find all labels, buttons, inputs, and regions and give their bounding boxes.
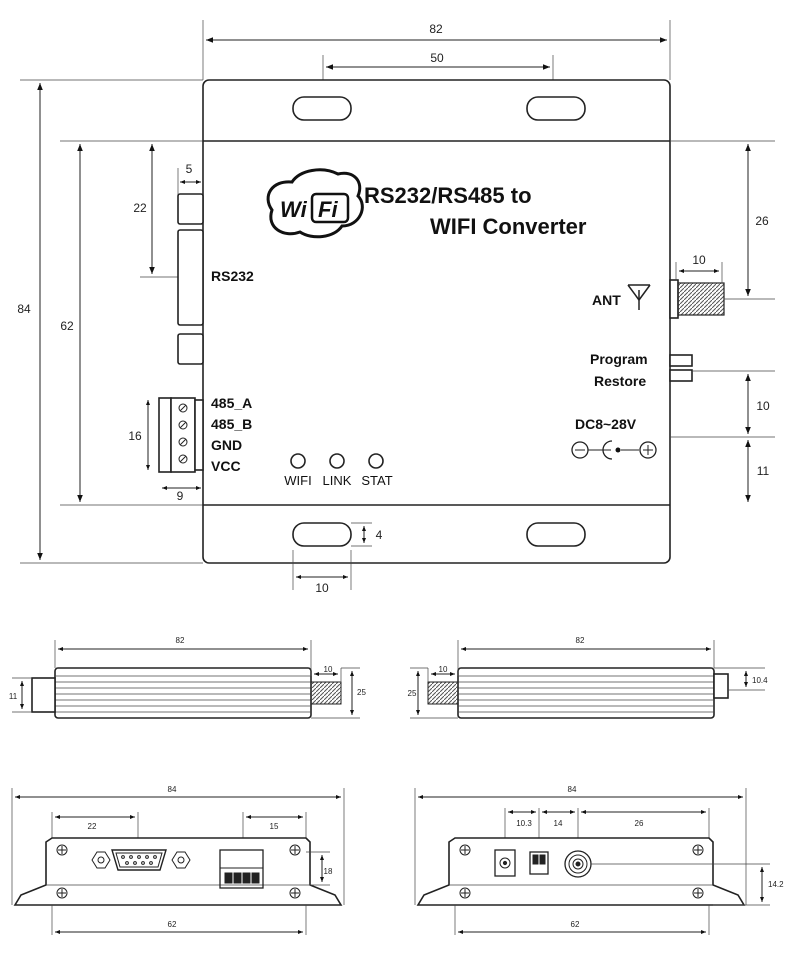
dim-side-left-length-text: 82 bbox=[176, 636, 185, 645]
restore-button bbox=[669, 369, 693, 382]
led-label-wifi: WIFI bbox=[284, 473, 311, 488]
dim-slot-width-text: 10 bbox=[315, 581, 329, 595]
enclosure-front-right bbox=[416, 837, 746, 906]
dim-front-right-hole-spacing-text: 62 bbox=[571, 920, 580, 929]
dim-dc-offset-text: 11 bbox=[757, 464, 770, 478]
terminal-label-485a: 485_A bbox=[211, 395, 252, 411]
dim-ant-length-text: 10 bbox=[692, 253, 706, 267]
dim-terminal-height-text: 16 bbox=[128, 429, 142, 443]
terminal-block bbox=[158, 397, 204, 473]
polarity-icon bbox=[571, 440, 657, 460]
led-label-link: LINK bbox=[323, 473, 352, 488]
front-view-right: 84 10.3 14 26 bbox=[414, 785, 784, 935]
antenna-connector bbox=[669, 279, 725, 319]
terminal-label-485b: 485_B bbox=[211, 416, 252, 432]
dim-top-height-text: 84 bbox=[17, 302, 31, 316]
device-title-line1: RS232/RS485 to bbox=[364, 183, 532, 208]
dc-jack-front bbox=[494, 849, 516, 877]
enclosure-front-left bbox=[13, 837, 343, 906]
dim-front-left-db9-offset-text: 22 bbox=[88, 822, 97, 831]
dim-front-left-terminal-width-text: 15 bbox=[270, 822, 279, 831]
dim-terminal-depth-text: 9 bbox=[177, 489, 184, 503]
led-wifi-indicator bbox=[290, 453, 306, 469]
db9-connector bbox=[177, 193, 204, 225]
dim-front-left-height-text: 18 bbox=[324, 867, 333, 876]
antenna-icon bbox=[627, 284, 651, 310]
antenna-side bbox=[310, 681, 342, 705]
logo-wi-text: Wi bbox=[280, 197, 308, 222]
antenna-sma-front bbox=[564, 850, 592, 878]
wifi-logo: Wi Fi bbox=[266, 168, 364, 239]
dim-front-right-ant-offset-text: 26 bbox=[635, 819, 644, 828]
rs232-label: RS232 bbox=[211, 268, 254, 284]
dim-side-left-ant-length-text: 10 bbox=[324, 665, 333, 674]
dim-front-right-dc-width-text: 10.3 bbox=[516, 819, 532, 828]
dim-front-left-hole-spacing-text: 62 bbox=[168, 920, 177, 929]
dim-side-right-ant-length-text: 10 bbox=[439, 665, 448, 674]
dim-button-offset-text: 10 bbox=[756, 399, 770, 413]
terminal-label-vcc: VCC bbox=[211, 458, 241, 474]
terminal-block-front bbox=[219, 849, 264, 889]
program-label: Program bbox=[590, 351, 648, 367]
screw-icon bbox=[459, 844, 704, 899]
dim-slot-height-text: 4 bbox=[376, 528, 383, 542]
device-title-line2: WIFI Converter bbox=[430, 214, 587, 239]
logo-fi-text: Fi bbox=[318, 197, 338, 222]
enclosure-top bbox=[202, 79, 671, 564]
db9-connector bbox=[177, 229, 204, 326]
dim-top-hole-spacing-text: 50 bbox=[430, 51, 444, 65]
dim-front-right-height-text: 14.2 bbox=[768, 880, 784, 889]
screw-icon bbox=[56, 844, 301, 899]
program-button bbox=[669, 354, 693, 367]
mounting-slot bbox=[526, 522, 586, 547]
power-label: DC8~28V bbox=[575, 416, 637, 432]
dim-front-right-switch-width-text: 14 bbox=[554, 819, 563, 828]
ant-label: ANT bbox=[592, 292, 621, 308]
side-view-left: 82 11 10 25 bbox=[9, 636, 366, 719]
dim-top-width-text: 82 bbox=[429, 22, 443, 36]
dim-front-right-overall-text: 84 bbox=[568, 785, 577, 794]
dip-switch-front bbox=[529, 851, 549, 875]
restore-label: Restore bbox=[594, 373, 646, 389]
top-view: 82 50 84 62 22 5 16 9 10 4 RS232 bbox=[17, 20, 775, 595]
side-view-right: 82 10 25 10.4 bbox=[408, 636, 768, 719]
dim-side-left-ant-height-text: 25 bbox=[357, 688, 366, 697]
dim-front-left-overall-text: 84 bbox=[168, 785, 177, 794]
led-label-stat: STAT bbox=[361, 473, 392, 488]
dim-db9-offset-text: 22 bbox=[133, 201, 147, 215]
db9-front bbox=[91, 849, 191, 871]
dim-side-right-ant-height-text: 25 bbox=[408, 689, 417, 698]
mounting-slot bbox=[292, 522, 352, 547]
dim-side-left-height-text: 11 bbox=[9, 692, 18, 701]
led-stat-indicator bbox=[368, 453, 384, 469]
dim-side-right-height-text: 10.4 bbox=[752, 676, 768, 685]
terminal-label-gnd: GND bbox=[211, 437, 242, 453]
db9-connector bbox=[177, 333, 204, 365]
db9-side bbox=[31, 677, 56, 713]
mounting-slot bbox=[292, 96, 352, 121]
mounting-slot bbox=[526, 96, 586, 121]
dim-side-right-length-text: 82 bbox=[576, 636, 585, 645]
dim-top-inner-height-text: 62 bbox=[60, 319, 74, 333]
led-link-indicator bbox=[329, 453, 345, 469]
dim-ant-offset-text: 26 bbox=[755, 214, 769, 228]
dim-db9-depth-text: 5 bbox=[186, 162, 193, 176]
front-view-left: 84 22 15 bbox=[11, 785, 345, 935]
connector-side bbox=[713, 673, 729, 699]
antenna-side bbox=[427, 681, 459, 705]
